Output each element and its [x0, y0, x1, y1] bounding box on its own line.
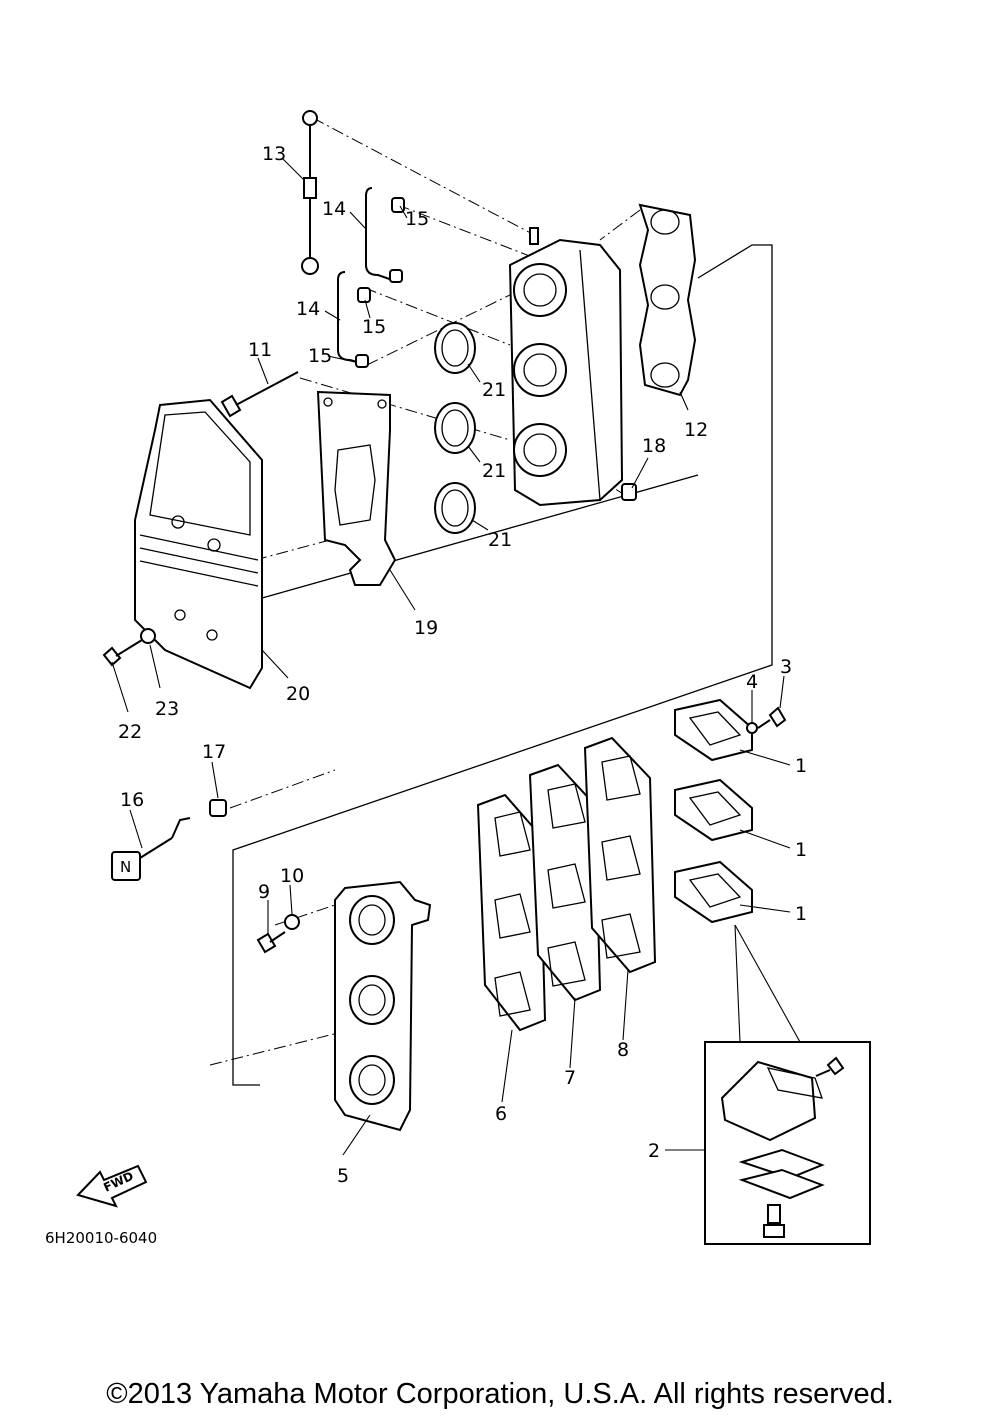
- bracket-19: [316, 390, 397, 586]
- callout-20: 20: [286, 683, 310, 705]
- manifold-plate-5: [334, 880, 432, 1132]
- fitting-18: [621, 483, 637, 501]
- gasket-12: [638, 203, 697, 397]
- callout-7: 7: [564, 1067, 576, 1089]
- callout-15: 15: [405, 208, 429, 230]
- leader-lines: [111, 157, 801, 1156]
- callout-1: 1: [795, 839, 807, 861]
- bolt-22: [102, 639, 143, 667]
- gasket-7: [528, 763, 602, 1002]
- callout-8: 8: [617, 1039, 629, 1061]
- callout-19: 19: [414, 617, 438, 639]
- callout-18: 18: [642, 435, 666, 457]
- callout-numbers: 13 14 15 14 15 15 11 12 21 18 21 21 19 2…: [118, 143, 807, 1187]
- gasket-6: [476, 793, 547, 1032]
- callout-4: 4: [746, 671, 758, 693]
- sensor-16: N: [111, 817, 191, 881]
- washer-23: [140, 628, 156, 644]
- callout-14: 14: [296, 298, 320, 320]
- svg-text:N: N: [120, 858, 131, 876]
- callout-15: 15: [362, 316, 386, 338]
- callout-23: 23: [155, 698, 179, 720]
- bolt-11: [220, 371, 299, 418]
- callout-21: 21: [482, 460, 506, 482]
- callout-2: 2: [648, 1140, 660, 1162]
- callout-1: 1: [795, 755, 807, 777]
- callout-10: 10: [280, 865, 304, 887]
- bolt-9: [256, 931, 286, 954]
- washer-4: [746, 722, 758, 734]
- reed-valve-inset-2: [704, 1041, 871, 1245]
- callout-14: 14: [322, 198, 346, 220]
- hose-14: [337, 187, 399, 366]
- drawing-code: 6H20010-6040: [45, 1229, 157, 1247]
- callout-15: 15: [308, 345, 332, 367]
- o-rings-21: [434, 322, 476, 534]
- copyright-notice: ©2013 Yamaha Motor Corporation, U.S.A. A…: [106, 1378, 894, 1410]
- callout-9: 9: [258, 881, 270, 903]
- reed-valves-1: [674, 698, 753, 924]
- callout-11: 11: [248, 339, 272, 361]
- callout-6: 6: [495, 1103, 507, 1125]
- nut-17: [209, 799, 227, 817]
- link-rod-13: [301, 110, 319, 275]
- callout-1: 1: [795, 903, 807, 925]
- callout-21: 21: [488, 529, 512, 551]
- callout-12: 12: [684, 419, 708, 441]
- fwd-arrow-icon: FWD: [76, 1164, 148, 1208]
- callout-5: 5: [337, 1165, 349, 1187]
- callout-21: 21: [482, 379, 506, 401]
- carburetor-assembly: [508, 227, 624, 507]
- callout-22: 22: [118, 721, 142, 743]
- washer-10: [284, 914, 300, 930]
- cover-20: [134, 398, 263, 690]
- screw-3: [757, 706, 787, 729]
- callout-16: 16: [120, 789, 144, 811]
- gasket-8: [583, 736, 657, 974]
- callout-13: 13: [262, 143, 286, 165]
- callout-17: 17: [202, 741, 226, 763]
- callout-3: 3: [780, 656, 792, 678]
